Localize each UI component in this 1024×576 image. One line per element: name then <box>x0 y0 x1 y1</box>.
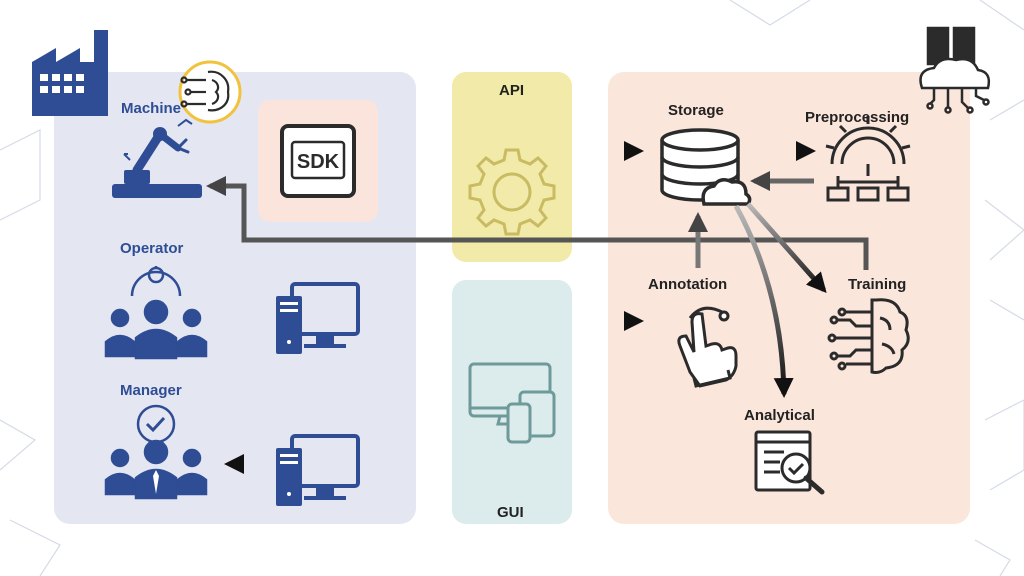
gear-icon <box>468 148 556 236</box>
report-search-icon <box>754 430 825 495</box>
robot-arm-icon <box>112 118 202 198</box>
factory-icon <box>32 30 108 116</box>
storage-label: Storage <box>668 102 724 119</box>
manager-label: Manager <box>120 382 182 399</box>
ai-brain-icon <box>827 298 910 374</box>
operator-label: Operator <box>120 240 184 257</box>
preprocessing-gear-icon <box>825 116 911 202</box>
operator-group-icon <box>104 266 208 360</box>
gui-label: GUI <box>497 504 524 521</box>
cloud-server-icon <box>919 26 991 114</box>
hand-touch-icon <box>677 306 738 388</box>
machine-label: Machine <box>121 100 182 117</box>
connectors <box>204 141 869 474</box>
arrow-storage-training <box>746 202 827 293</box>
manager-group-icon <box>104 404 208 500</box>
arrow-storage-analytical <box>733 204 794 398</box>
arrow-training-machine <box>206 176 869 270</box>
responsive-devices-icon <box>468 362 556 444</box>
preprocessing-label: Preprocessing <box>805 109 910 126</box>
training-label: Training <box>848 276 907 293</box>
analytical-label: Analytical <box>744 407 815 424</box>
database-cloud-icon <box>660 128 752 206</box>
annotation-label: Annotation <box>648 276 728 293</box>
desktop-computer-icon <box>276 282 360 354</box>
api-label: API <box>499 82 525 99</box>
sdk-label: SDK <box>297 151 340 173</box>
sdk-box-icon <box>280 124 356 198</box>
brain-chip-icon <box>178 60 242 124</box>
